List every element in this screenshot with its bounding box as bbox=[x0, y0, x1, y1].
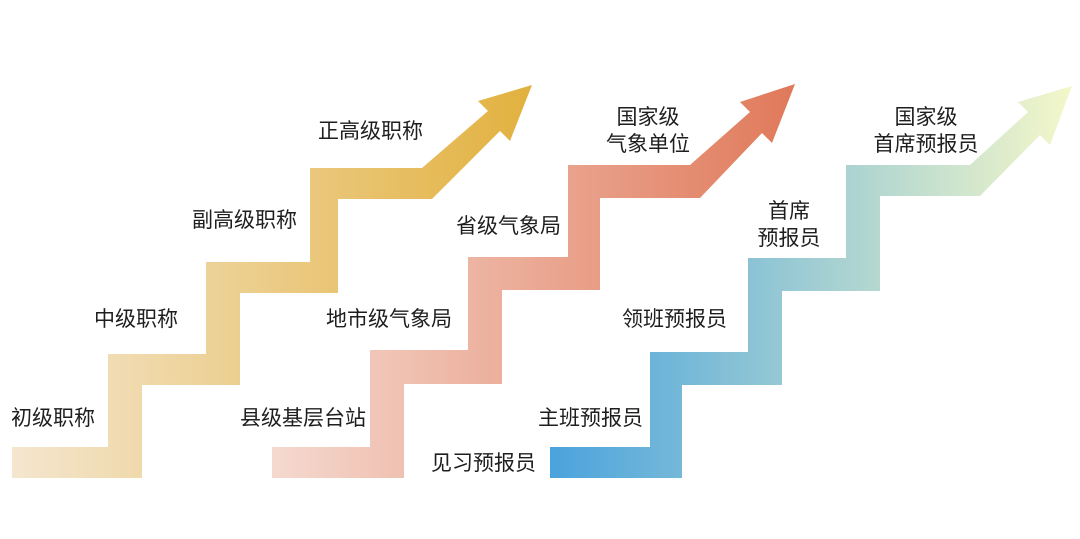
step-label-associate-senior-title: 副高级职称 bbox=[192, 208, 297, 232]
step-label-national-chief-forecaster: 国家级 首席预报员 bbox=[873, 105, 979, 156]
step-label-national-unit: 国家级 气象单位 bbox=[606, 105, 690, 156]
step-label-county-station: 县级基层台站 bbox=[240, 406, 366, 430]
title-ladder-arrow bbox=[12, 85, 532, 478]
step-label-shift-forecaster: 主班预报员 bbox=[538, 406, 643, 430]
step-label-provincial-bureau: 省级气象局 bbox=[456, 214, 561, 238]
step-label-lead-forecaster: 领班预报员 bbox=[622, 307, 727, 331]
step-label-full-senior-title: 正高级职称 bbox=[318, 119, 423, 143]
organization-ladder-arrow bbox=[272, 84, 795, 478]
step-label-intermediate-title: 中级职称 bbox=[94, 307, 178, 331]
step-label-city-bureau: 地市级气象局 bbox=[326, 307, 452, 331]
step-label-chief-forecaster: 首席 预报员 bbox=[757, 199, 821, 250]
step-label-trainee-forecaster: 见习预报员 bbox=[431, 451, 536, 475]
step-label-entry-title: 初级职称 bbox=[11, 406, 95, 430]
forecaster-ladder-arrow bbox=[550, 86, 1072, 478]
